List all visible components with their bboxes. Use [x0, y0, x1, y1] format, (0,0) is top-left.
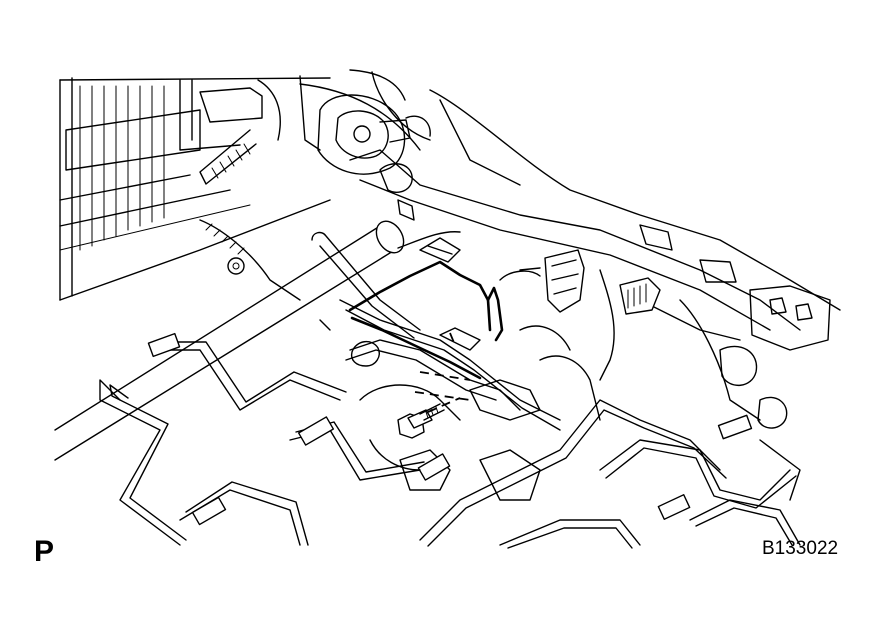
recliner-assembly: [199, 94, 431, 185]
cushion-side-frame: [349, 89, 841, 429]
seat-wire-springs: [99, 332, 425, 546]
bolt-alignment-lines: [414, 332, 471, 413]
connectors: [499, 249, 661, 381]
figure-id: B133022: [762, 538, 839, 559]
wire-harness: [348, 237, 504, 380]
front-wire-springs: [419, 399, 801, 549]
hardware-details: [199, 199, 415, 331]
center-bracket: [311, 231, 601, 501]
view-label: P: [34, 535, 55, 568]
seat-back-frame: [59, 69, 431, 301]
bolt-icon: [397, 403, 445, 439]
cross-pipe: [54, 220, 461, 461]
